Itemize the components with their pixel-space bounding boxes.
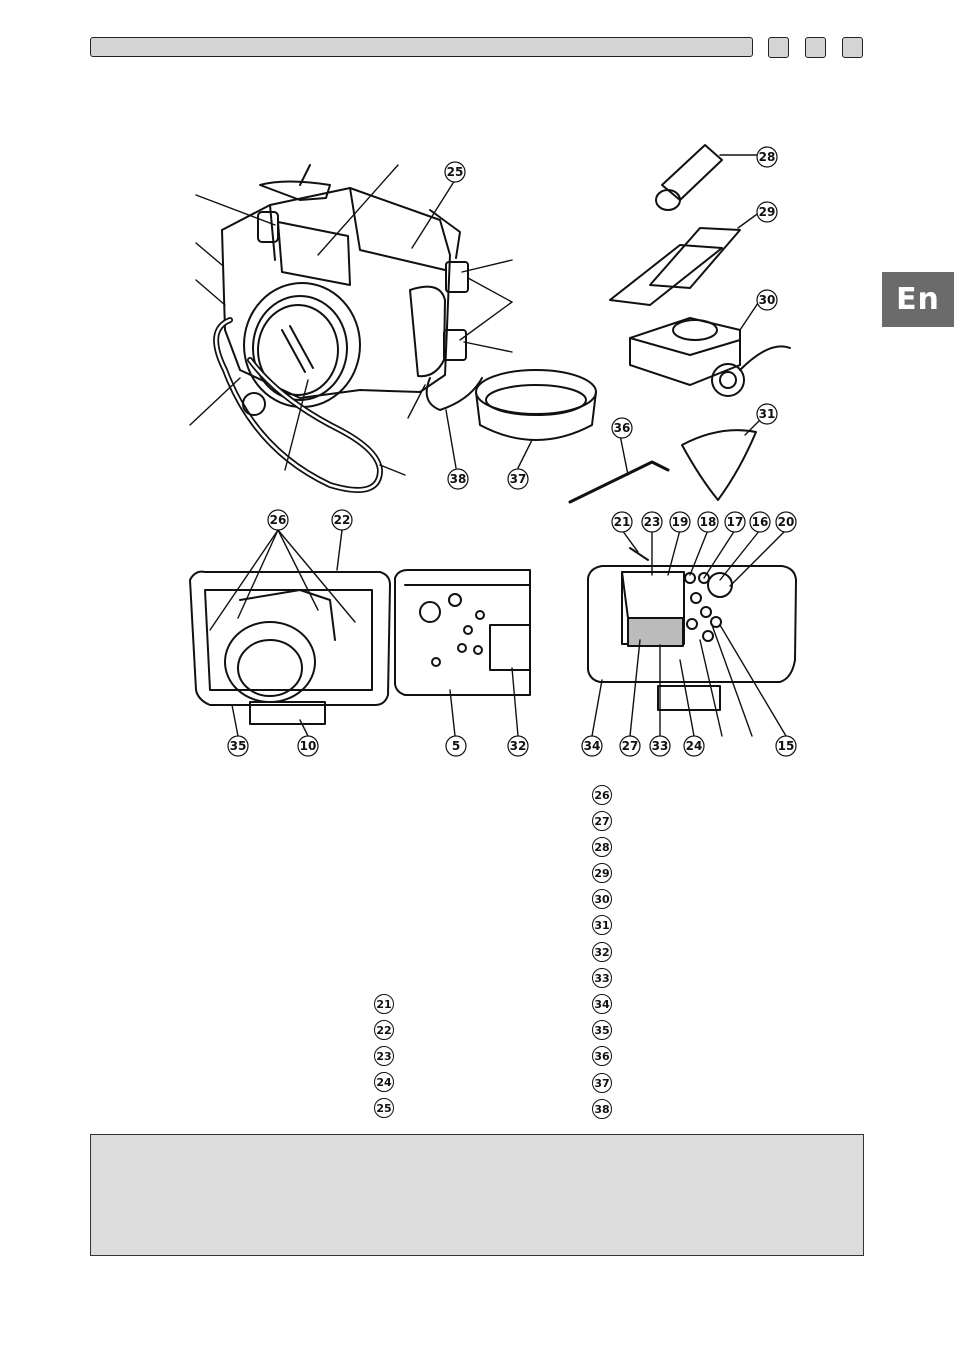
parts-list-middle: 21 22 23 24 25	[374, 990, 394, 1121]
accessories	[568, 144, 791, 504]
list-item: 29	[592, 860, 612, 886]
list-item: 34	[592, 991, 612, 1017]
callout-19: 19	[669, 511, 691, 533]
callout-37: 37	[507, 468, 529, 490]
svg-text:37: 37	[510, 472, 527, 486]
callout-33: 33	[649, 735, 671, 757]
callout-25: 25	[444, 161, 466, 183]
svg-text:5: 5	[452, 739, 460, 753]
callout-38: 38	[447, 468, 469, 490]
svg-text:25: 25	[447, 165, 464, 179]
note-box	[90, 1134, 864, 1256]
list-item: 27	[592, 807, 612, 833]
callout-31: 31	[756, 403, 778, 425]
language-tab[interactable]: En	[882, 272, 954, 327]
callout-32: 32	[507, 735, 529, 757]
svg-text:23: 23	[644, 515, 661, 529]
callout-26: 26	[267, 509, 289, 531]
list-item: 32	[592, 938, 612, 964]
svg-text:18: 18	[700, 515, 717, 529]
callout-35: 35	[227, 735, 249, 757]
list-item: 26	[592, 781, 612, 807]
svg-text:21: 21	[614, 515, 631, 529]
housing-open-view	[189, 529, 531, 737]
header-square-2	[805, 37, 826, 58]
callout-15: 15	[775, 735, 797, 757]
housing-back-view	[587, 529, 797, 737]
svg-text:17: 17	[727, 515, 744, 529]
svg-text:30: 30	[759, 293, 776, 307]
list-item: 28	[592, 833, 612, 859]
list-item: 38	[592, 1095, 612, 1121]
callout-20: 20	[775, 511, 797, 533]
callout-18: 18	[697, 511, 719, 533]
list-item: 21	[374, 990, 394, 1016]
callout-17: 17	[724, 511, 746, 533]
svg-text:16: 16	[752, 515, 769, 529]
list-item: 30	[592, 886, 612, 912]
callout-24: 24	[683, 735, 705, 757]
svg-text:10: 10	[300, 739, 317, 753]
header-square-3	[842, 37, 863, 58]
svg-text:33: 33	[652, 739, 669, 753]
svg-text:26: 26	[270, 513, 287, 527]
callout-5: 5	[445, 735, 467, 757]
callout-23: 23	[641, 511, 663, 533]
header-bar	[90, 37, 753, 57]
callout-22: 22	[331, 509, 353, 531]
list-item: 23	[374, 1042, 394, 1068]
svg-text:19: 19	[672, 515, 689, 529]
callout-36: 36	[611, 417, 633, 439]
callout-21: 21	[611, 511, 633, 533]
svg-text:31: 31	[759, 407, 776, 421]
svg-text:20: 20	[778, 515, 795, 529]
svg-text:34: 34	[584, 739, 601, 753]
list-item: 31	[592, 912, 612, 938]
list-item: 37	[592, 1069, 612, 1095]
callout-28: 28	[756, 146, 778, 168]
list-item: 22	[374, 1016, 394, 1042]
callout-16: 16	[749, 511, 771, 533]
svg-text:22: 22	[334, 513, 351, 527]
svg-text:29: 29	[759, 205, 776, 219]
svg-text:36: 36	[614, 421, 631, 435]
housing-front-view	[189, 164, 597, 493]
svg-text:24: 24	[686, 739, 703, 753]
svg-text:28: 28	[759, 150, 776, 164]
list-item: 35	[592, 1017, 612, 1043]
parts-illustration: 25 28 29 30 31 36 38 37 26 22 35 10 5 32…	[189, 144, 797, 757]
callout-30: 30	[756, 289, 778, 311]
callout-29: 29	[756, 201, 778, 223]
list-item: 25	[374, 1095, 394, 1121]
callout-27: 27	[619, 735, 641, 757]
header-square-1	[768, 37, 789, 58]
list-item: 33	[592, 964, 612, 990]
callout-10: 10	[297, 735, 319, 757]
svg-text:35: 35	[230, 739, 247, 753]
parts-list-right: 26 27 28 29 30 31 32 33 34 35 36 37 38	[592, 781, 612, 1121]
list-item: 24	[374, 1069, 394, 1095]
svg-text:32: 32	[510, 739, 527, 753]
svg-text:27: 27	[622, 739, 639, 753]
callout-labels: 25 28 29 30 31 36 38 37 26 22 35 10 5 32…	[227, 146, 797, 757]
list-item: 36	[592, 1043, 612, 1069]
svg-text:15: 15	[778, 739, 795, 753]
svg-text:38: 38	[450, 472, 467, 486]
callout-34: 34	[581, 735, 603, 757]
